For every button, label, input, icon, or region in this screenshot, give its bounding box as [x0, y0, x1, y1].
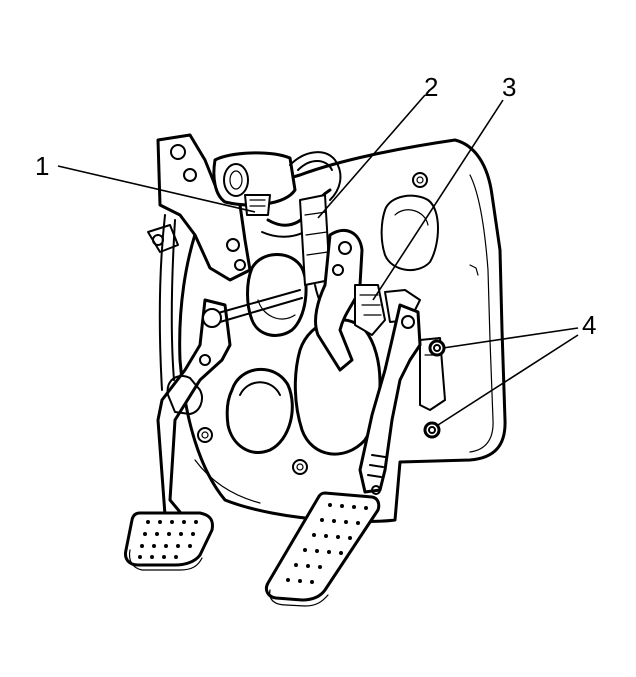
callout-1: 1 [35, 151, 49, 181]
brake-pad-grip-dots [138, 520, 198, 559]
accelerator-pad-grip-dots [286, 503, 368, 584]
leader-line-3 [372, 99, 504, 301]
callout-2: 2 [424, 72, 438, 102]
mounting-nut-lower [423, 421, 441, 439]
accelerator-pedal-pad [264, 491, 381, 607]
brake-pedal-arm [156, 289, 303, 517]
left-bracket [147, 133, 252, 391]
leader-line-2 [317, 94, 426, 219]
accelerator-pedal-arm [358, 303, 422, 495]
mounting-nut-upper [428, 339, 446, 357]
wiring-harness [261, 151, 342, 326]
leader-line-4b [437, 334, 579, 426]
leader-lines [57, 94, 579, 426]
brake-pedal-pad [124, 511, 214, 571]
leader-line-4a [442, 327, 579, 349]
switch-module [212, 151, 297, 216]
leader-line-1 [57, 165, 256, 213]
callout-4: 4 [582, 310, 596, 340]
callout-3: 3 [502, 72, 516, 102]
